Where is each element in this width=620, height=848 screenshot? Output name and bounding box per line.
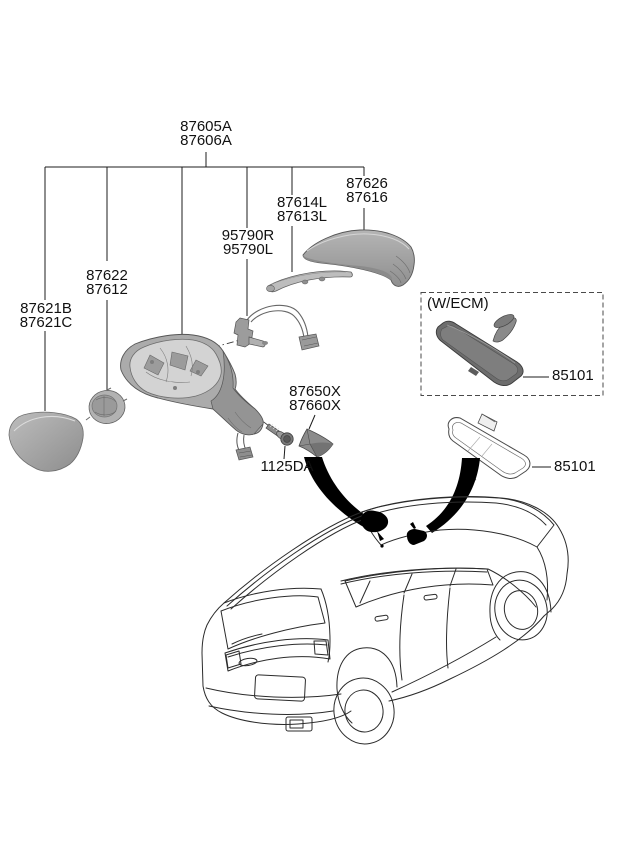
turn-signal-lamp-drawing	[266, 270, 353, 293]
part-code: 87660X	[289, 397, 341, 414]
label-corner-cover: 87650X 87660X	[281, 383, 349, 414]
part-code: 1125DA	[260, 458, 314, 475]
mirror-housing-drawing	[120, 333, 264, 461]
option-note: (W/ECM)	[427, 295, 489, 312]
part-code: 87613L	[276, 208, 328, 225]
pointer-arrows	[304, 457, 480, 533]
part-code: 85101	[552, 367, 594, 384]
label-actuator: 87622 87612	[77, 267, 137, 298]
mirror-glass-drawing	[8, 411, 84, 472]
part-code: 87614L	[276, 194, 328, 211]
inside-mirror-drawing	[447, 413, 531, 481]
part-code: 87612	[86, 281, 128, 298]
label-turn-signal-lamp: 87614L 87613L	[265, 194, 339, 225]
label-tree-lines	[44, 152, 551, 468]
part-code: 87606A	[180, 132, 232, 149]
label-mirror-assembly: 87605A 87606A	[172, 118, 240, 149]
part-code: 85101	[554, 458, 596, 475]
label-mirror-glass: 87621B 87621C	[12, 300, 80, 331]
part-code: 87650X	[289, 383, 341, 400]
label-inside-mirror: 85101	[554, 458, 600, 475]
part-code: 87621B	[20, 300, 72, 317]
bolt-drawing	[265, 423, 294, 446]
label-bolt: 1125DA	[257, 458, 317, 475]
label-lamp-wiring: 95790R 95790L	[211, 227, 285, 258]
part-code: 87622	[86, 267, 128, 284]
part-code: 87616	[346, 189, 388, 206]
label-ecm-note: (W/ECM)	[427, 295, 499, 312]
part-code: 95790L	[222, 241, 274, 258]
part-code: 87605A	[180, 118, 232, 135]
vehicle-drawing	[201, 496, 569, 745]
label-cover-cap: 87626 87616	[335, 175, 399, 206]
lamp-wiring-drawing	[233, 304, 320, 351]
label-inside-mirror-ecm: 85101	[552, 367, 598, 384]
part-code: 87626	[346, 175, 388, 192]
part-code: 87621C	[19, 314, 73, 331]
mirror-location-marks	[360, 510, 427, 548]
part-code: 95790R	[221, 227, 275, 244]
corner-cover-drawing	[298, 428, 334, 458]
inside-mirror-ecm-drawing	[435, 314, 524, 386]
mirror-cover-cap-drawing	[302, 229, 415, 287]
glass-actuator-drawing	[85, 387, 128, 424]
ecm-option-box	[420, 292, 604, 396]
